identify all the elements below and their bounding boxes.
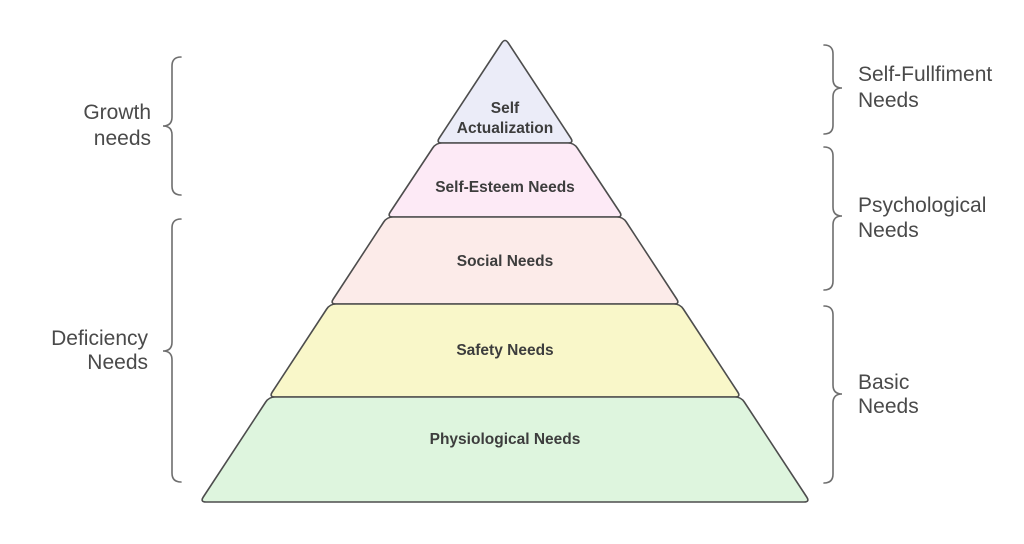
brace-psychological-needs [823, 146, 843, 291]
level-label-social: Social Needs [457, 253, 554, 270]
annotation-deficiency-needs-line1: Deficiency [51, 327, 148, 350]
brace-basic-needs [823, 305, 843, 484]
left-annotations: Growth needs Deficiency Needs [51, 101, 151, 374]
pyramid-level-self-actualization [437, 39, 573, 144]
annotation-growth-needs-line2: needs [94, 127, 151, 150]
level-label-self-actualization-line1: Self [491, 100, 520, 117]
brace-deficiency-needs [162, 218, 182, 483]
level-label-self-esteem: Self-Esteem Needs [435, 179, 575, 196]
brace-growth-needs [162, 56, 182, 196]
right-annotations: Self-Fullfiment Needs Psychological Need… [858, 63, 992, 418]
annotation-basic-line2: Needs [858, 395, 919, 418]
brace-self-fullfiment-needs [823, 44, 843, 135]
pyramid-level-safety [270, 303, 740, 398]
annotation-basic-line1: Basic [858, 371, 909, 394]
level-label-physiological: Physiological Needs [430, 431, 581, 448]
level-label-safety: Safety Needs [456, 342, 553, 359]
level-label-self-actualization-line2: Actualization [457, 120, 553, 137]
pyramid-labels: Self Actualization Self-Esteem Needs Soc… [430, 100, 581, 448]
right-braces [823, 44, 843, 484]
annotation-deficiency-needs-line2: Needs [87, 351, 148, 374]
left-braces [162, 56, 182, 483]
pyramid-level-self-esteem [388, 142, 622, 218]
annotation-self-fullfiment-line2: Needs [858, 89, 919, 112]
annotation-growth-needs-line1: Growth [83, 101, 151, 124]
annotation-self-fullfiment-line1: Self-Fullfiment [858, 63, 992, 86]
pyramid [201, 39, 809, 503]
annotation-psychological-line2: Needs [858, 219, 919, 242]
pyramid-level-social [331, 216, 679, 305]
annotation-psychological-line1: Psychological [858, 194, 986, 217]
pyramid-level-physiological [201, 396, 809, 503]
